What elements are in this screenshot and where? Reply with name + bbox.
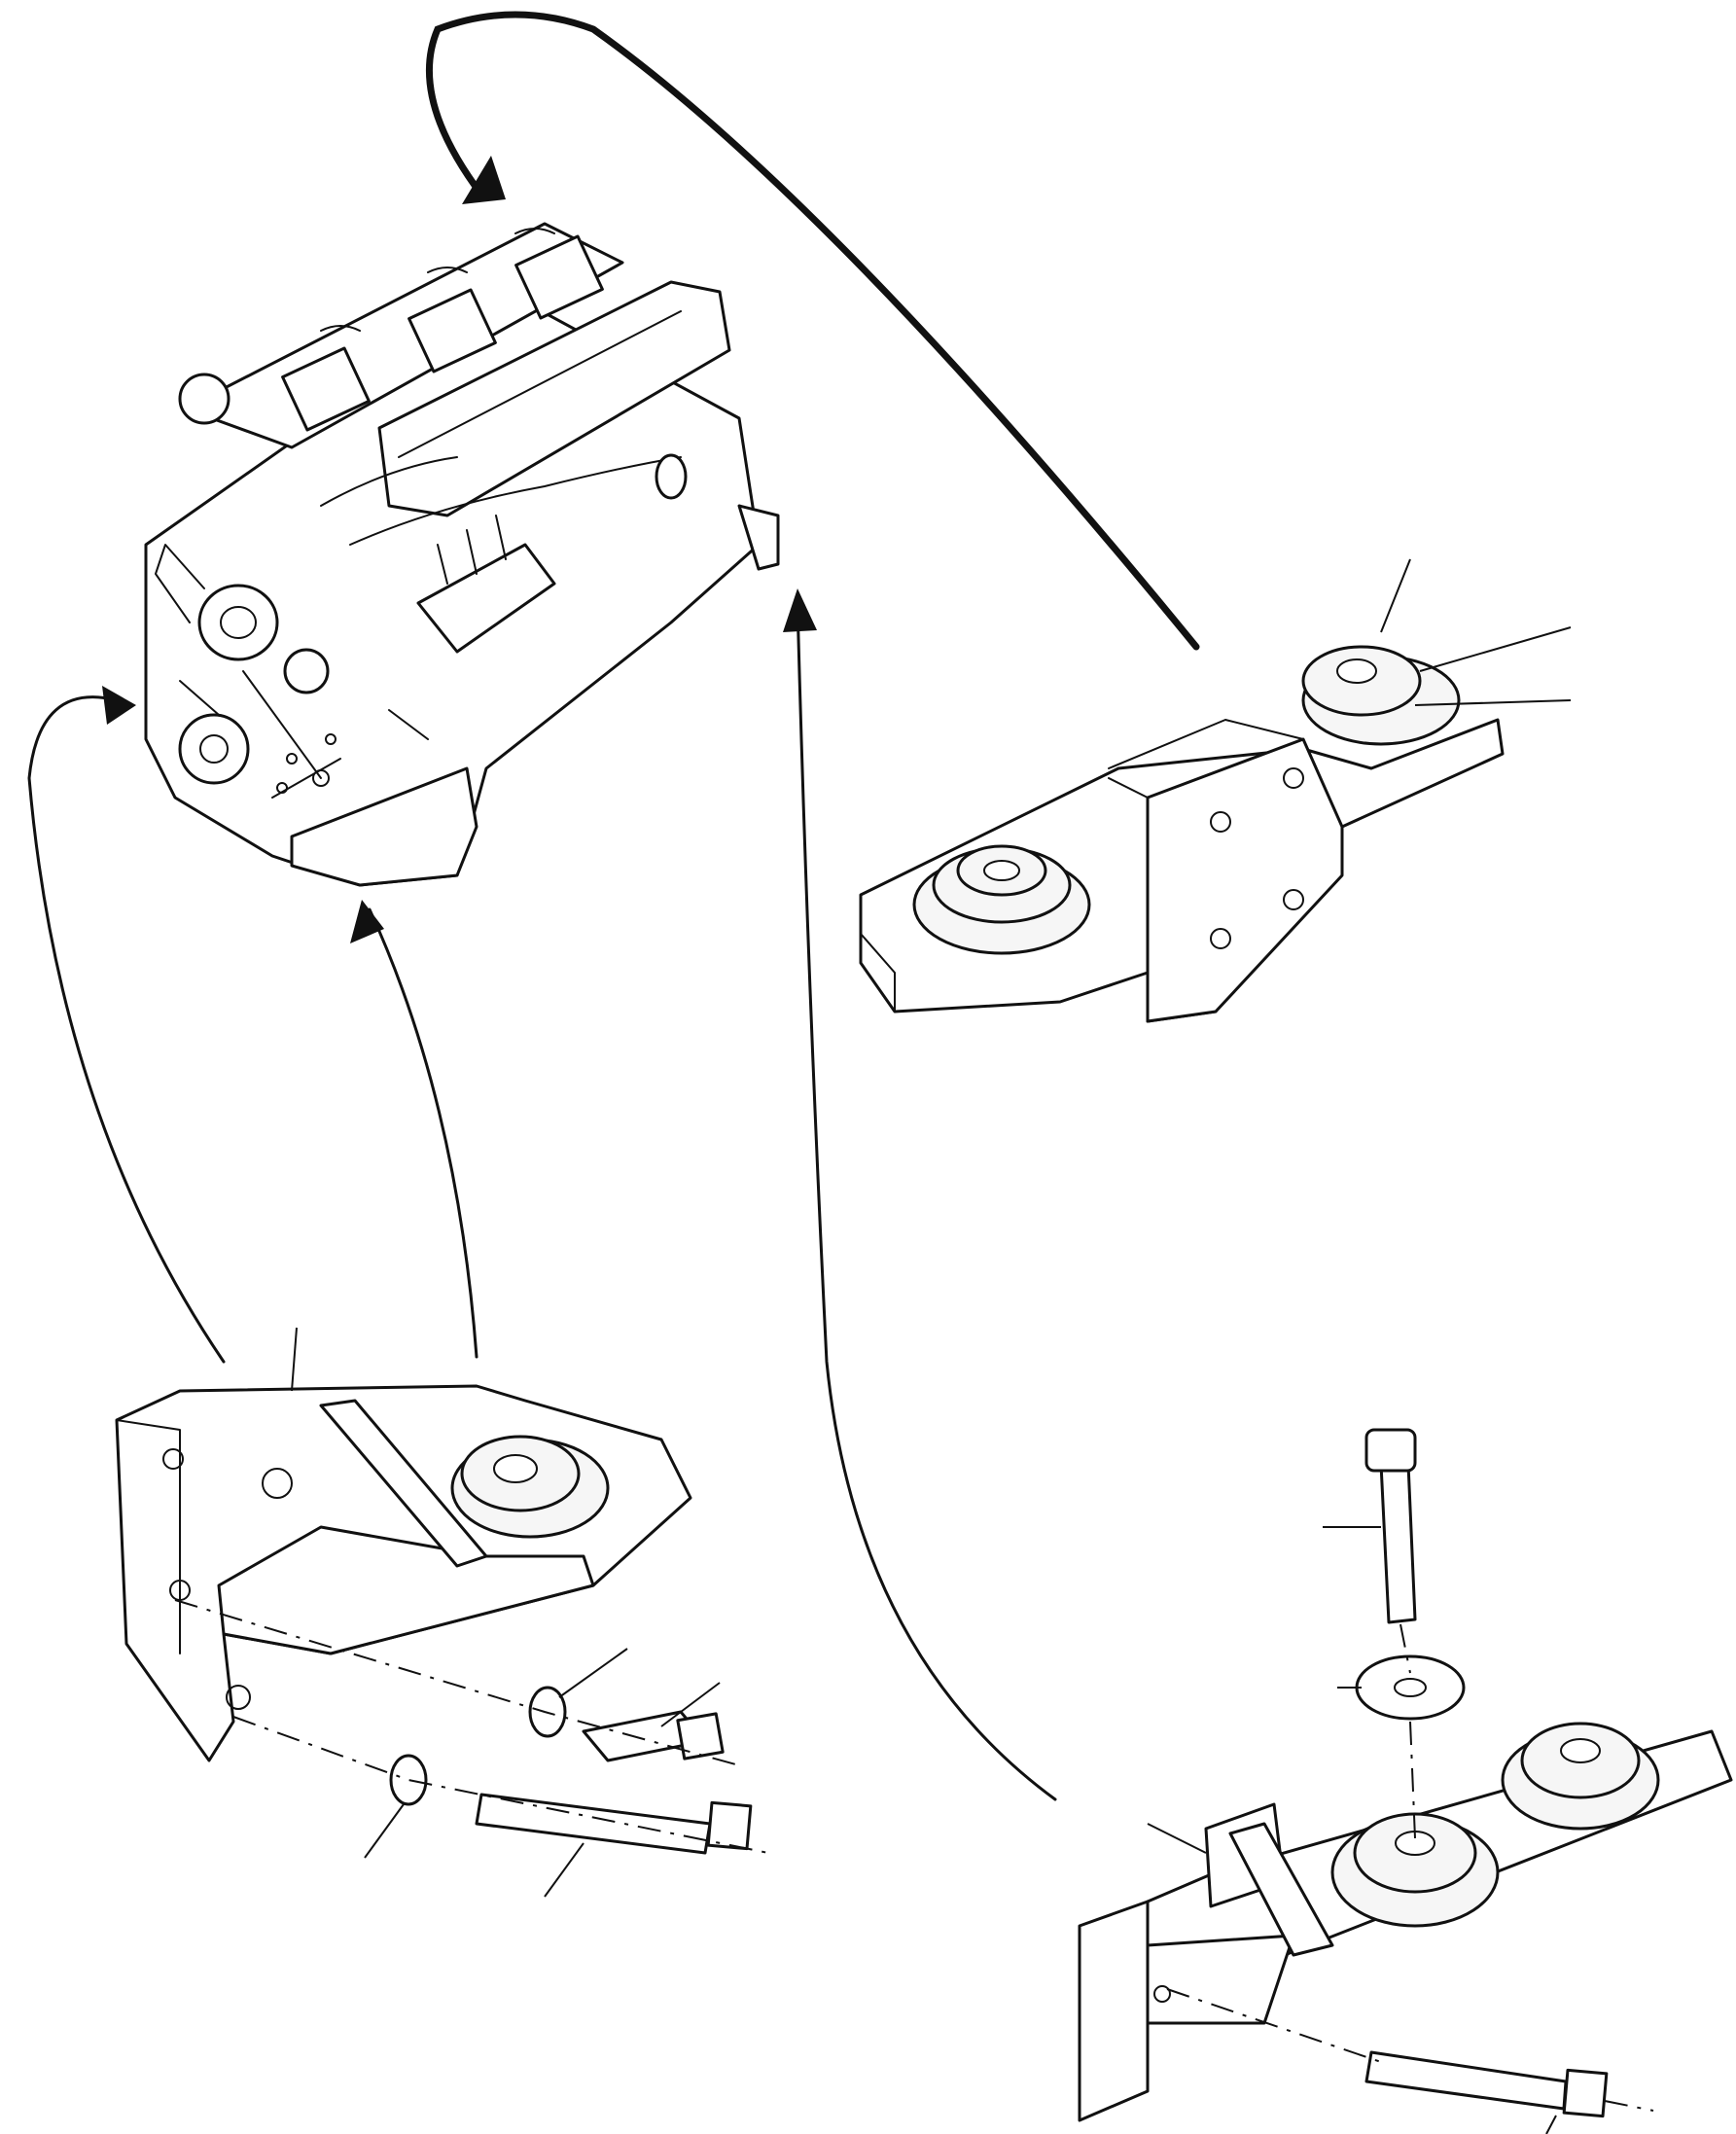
bolt bbox=[1364, 2050, 1609, 2118]
rear-mount-bracket bbox=[1078, 1428, 1733, 2134]
rubber-mount bbox=[450, 1435, 610, 1539]
assembly-arrows bbox=[27, 11, 1200, 1801]
rubber-mount bbox=[1301, 645, 1461, 746]
rubber-mount bbox=[1330, 1812, 1500, 1928]
front-right-mount-bracket bbox=[859, 558, 1572, 1023]
front-left-mount-bracket bbox=[115, 1327, 769, 1898]
bolt bbox=[582, 1710, 725, 1762]
lock-washer bbox=[389, 1686, 567, 1806]
rubber-mount bbox=[1501, 1722, 1660, 1831]
engine-assembly bbox=[144, 222, 780, 887]
rubber-mount bbox=[912, 844, 1091, 955]
bolt bbox=[475, 1793, 753, 1855]
bolt bbox=[1364, 1428, 1417, 1624]
washer bbox=[1355, 1654, 1466, 1721]
